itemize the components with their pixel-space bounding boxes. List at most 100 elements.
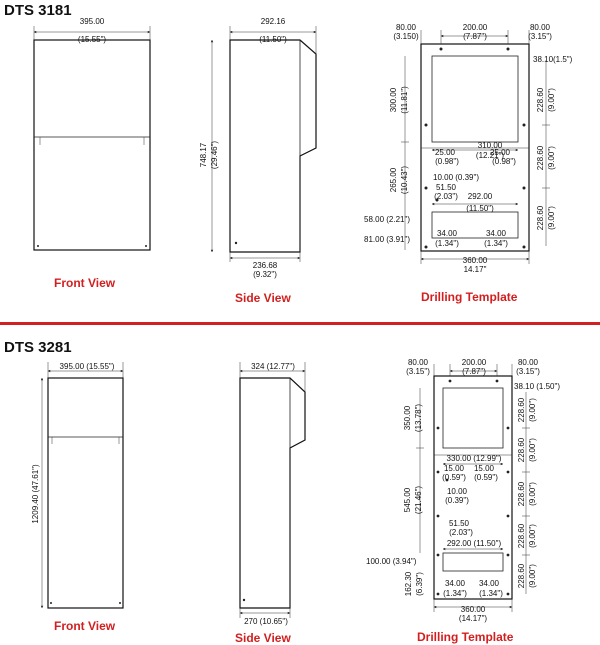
drill-bottom-h-3281: 162.30 [404,571,413,596]
drill-top-mid-3281: 200.00 [462,358,487,367]
drill-right-5-in-3281: (9.00") [528,564,537,588]
drill-top-mid-3181: 200.00 [463,23,488,32]
drill-right-offset-3281: 38.10 (1.50") [514,382,560,391]
drill-right-1-in-3181: (9.00") [547,88,556,112]
drill-br-3181: 34.00 [486,229,507,238]
front-height-3281: 1209.40 (47.61") [31,464,40,524]
drill-slot-width-3281: 292.00 (11.50") [447,539,502,548]
caption-side-view-3181: Side View [235,291,291,305]
front-view-3181: 395.00 (15.55") [33,17,151,251]
drill-slot-h-3281: 100.00 (3.94") [366,557,417,566]
drill-right-2-in-3181: (9.00") [547,146,556,170]
drill-mid-width-in-3181: (12.21") [476,151,505,160]
drill-hole-off-3281: 10.00 [447,487,468,496]
side-top-width-3281: 324 (12.77") [251,362,295,371]
drill-base-in-3281: (14.17") [459,614,488,623]
drill-base-3181: 360.00 [463,256,488,265]
side-height-3181: 748.17 [199,142,208,167]
drill-right-2-3281: 228.60 [517,437,526,462]
side-top-width-in-3181: (11.50") [259,35,287,44]
drill-top-left-in-3181: (3.150) [393,32,419,41]
drill-top-mid-in-3281: (7.87") [462,367,486,376]
side-top-width-3181: 292.16 [261,17,286,26]
drill-left-2-in-3181: (10.43") [400,166,409,195]
drill-br-in-3281: (1.34") [479,589,503,598]
drill-base-in-3181: 14.17" [464,265,487,274]
drill-left-1-in-3281: (13.78") [414,404,423,433]
caption-drilling-template-3281: Drilling Template [417,630,514,644]
drill-top-left-3181: 80.00 [396,23,417,32]
drill-right-1-in-3281: (9.00") [528,398,537,422]
drill-right-3-3181: 228.60 [536,205,545,230]
drill-left-1-3281: 350.00 [403,405,412,430]
drill-right-4-in-3281: (9.00") [528,524,537,548]
drill-left-2-3181: 265.00 [389,167,398,192]
section-title-dts-3281: DTS 3281 [4,339,72,356]
caption-side-view-3281: Side View [235,631,291,645]
drill-mid-left-3181: 25.00 [435,148,456,157]
section-divider [0,322,600,325]
side-view-3281: 324 (12.77") 270 (10.65") [239,362,306,626]
drill-bl-3181: 34.00 [437,229,458,238]
drill-br-in-3181: (1.34") [484,239,508,248]
drill-bottom-h-in-3281: (6.39") [415,572,424,596]
drill-top-right-in-3281: (3.15") [516,367,540,376]
drill-mid-width-3181: 310.00 [478,141,503,150]
drill-mid-right-in-3181: (0.98") [492,157,516,166]
section-title-dts-3181: DTS 3181 [4,2,72,19]
drill-top-right-3181: 80.00 [530,23,551,32]
drilling-template-3281: 80.00 (3.15") 200.00 (7.87") 80.00 (3.15… [366,358,560,623]
drill-right-2-in-3281: (9.00") [528,438,537,462]
drill-left-1-in-3181: (11.81") [400,86,409,114]
drill-right-4-3281: 228.60 [517,523,526,548]
drill-hole-off-in-3281: (0.39") [445,496,469,505]
drill-mid-right-3281: 15.00 [474,464,495,473]
drill-right-5-3281: 228.60 [517,563,526,588]
drill-slot-h-3181: 58.00 (2.21") [364,215,410,224]
side-bottom-width-in-3181: (9.32") [253,270,277,279]
caption-front-view-3281: Front View [54,619,116,633]
drill-br-3281: 34.00 [479,579,500,588]
drill-left-2-3281: 545.00 [403,487,412,512]
drill-top-mid-in-3181: (7.87") [463,32,487,41]
drill-mid-left-in-3181: (0.98") [435,157,459,166]
side-height-in-3181: (29.46") [210,141,219,170]
drill-left-1-3181: 300.00 [389,87,398,112]
drill-slot-left-in-3281: (2.03") [449,528,473,537]
drill-bottom-h-3181: 81.00 (3.91") [364,235,410,244]
front-view-3281: 395.00 (15.55") 1209.40 (47.61") [31,362,124,609]
drill-slot-left-3281: 51.50 [449,519,470,528]
front-width-in-3181: (15.55") [78,35,107,44]
drill-top-right-in-3181: (3.15") [528,32,552,41]
drill-mid-right-in-3281: (0.59") [474,473,498,482]
drill-hole-off-3181: 10.00 (0.39") [433,173,479,182]
side-view-3181: 292.16 (11.50") 748.17 (29.46") 236.68 (… [199,17,317,279]
drill-slot-width-in-3181: (11.50") [466,204,494,213]
drill-top-right-3281: 80.00 [518,358,539,367]
caption-drilling-template-3181: Drilling Template [421,290,518,304]
drill-right-1-3281: 228.60 [517,397,526,422]
dts-3181-drawings: 395.00 (15.55") 292.16 (11.50") 748.17 (… [33,17,573,279]
caption-front-view-3181: Front View [54,276,116,290]
side-bottom-width-3281: 270 (10.65") [244,617,288,626]
dts-3281-drawings: 395.00 (15.55") 1209.40 (47.61") 324 (12… [31,358,560,626]
drill-bl-3281: 34.00 [445,579,466,588]
drill-right-1-3181: 228.60 [536,87,545,112]
drill-slot-left-in-3181: (2.03") [434,192,458,201]
drilling-template-3181: 80.00 (3.150) 200.00 (7.87") 80.00 (3.15… [364,23,573,274]
front-width-3281: 395.00 (15.55") [60,362,115,371]
drill-base-3281: 360.00 [461,605,486,614]
drill-mid-left-3281: 15.00 [444,464,465,473]
drill-mid-right-3181: 25.00 [490,148,511,157]
drill-top-left-3281: 80.00 [408,358,429,367]
drill-bl-in-3181: (1.34") [435,239,459,248]
drill-right-offset-3181: 38.10(1.5") [533,55,573,64]
drill-right-3-3281: 228.60 [517,481,526,506]
drill-mid-width-3281: 330.00 (12.99") [447,454,502,463]
drill-right-3-in-3181: (9.00") [547,206,556,230]
front-width-3181: 395.00 [80,17,105,26]
drill-right-2-3181: 228.60 [536,145,545,170]
drill-top-left-in-3281: (3.15") [406,367,430,376]
drill-slot-width-3181: 292.00 [468,192,493,201]
drill-right-3-in-3281: (9.00") [528,482,537,506]
